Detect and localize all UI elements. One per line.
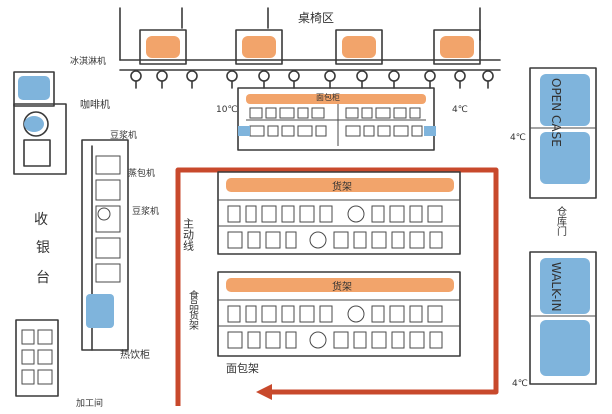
open-case-unit: OPEN CASE 4℃ [510, 67, 597, 199]
bakery-top-label: 面包柜 [316, 92, 340, 102]
shelf-2-label: 货架 [332, 280, 352, 293]
temp-open-label: 4℃ [510, 133, 526, 143]
ice-maker-label: 冰淇淋机 [70, 55, 106, 67]
bottom-left-label: 加工间 [76, 397, 103, 409]
temp-walkin-label: 4℃ [512, 379, 528, 389]
main-route: 主动线 [175, 167, 499, 406]
coffee-machine-label: 咖啡机 [80, 98, 110, 111]
bakery-counter: 面包柜 10℃ 4℃ [216, 87, 468, 151]
shelf-1-label: 货架 [332, 180, 352, 193]
shelf-1: 货架 [217, 171, 461, 255]
walk-in-unit: WALK-IN 4℃ [512, 251, 597, 389]
bread-rack-label: 面包架 [226, 362, 259, 375]
seating-area: 桌椅区 [119, 7, 501, 89]
milk-machine-label: 豆浆机 [132, 205, 159, 217]
shelf-2: 货架 食品货架 面包架 [187, 271, 461, 375]
sweet-corn-label: 蒸包机 [128, 167, 155, 179]
snack-rack-label: 食品货架 [187, 289, 199, 331]
walk-in-label: WALK-IN [549, 262, 563, 312]
cashier-char-1: 收 [34, 212, 48, 228]
table-area-label: 桌椅区 [298, 11, 334, 25]
soymilk-label: 豆浆机 [110, 129, 137, 141]
hot-drink-label: 热饮柜 [120, 348, 150, 361]
main-line-label: 主动线 [182, 218, 195, 251]
cashier-char-2: 银 [36, 240, 50, 256]
open-case-label: OPEN CASE [549, 78, 563, 147]
left-appliances: 冰淇淋机 咖啡机 豆浆机 蒸包机 豆浆机 热饮柜 收 银 台 加工间 [13, 55, 159, 409]
cashier-char-3: 台 [36, 270, 50, 286]
temp-right-label: 4℃ [452, 105, 468, 115]
temp-left-label: 10℃ [216, 105, 238, 115]
warehouse-label: 仓库门 [555, 205, 567, 237]
